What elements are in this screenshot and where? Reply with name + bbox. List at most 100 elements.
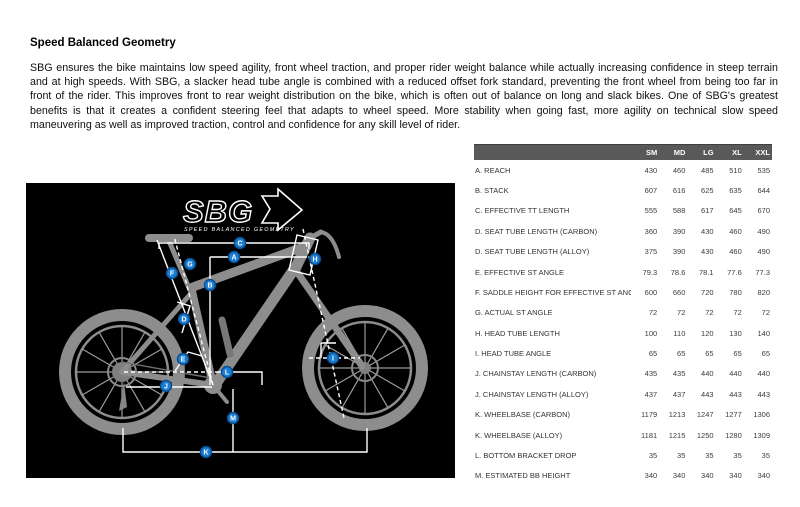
- chain: [121, 361, 212, 379]
- marker-k: K: [199, 445, 213, 459]
- cell-value: 65: [705, 349, 714, 359]
- cell-value: 340: [701, 471, 714, 481]
- bracket-head-tube: [288, 234, 319, 276]
- cell-value: 490: [757, 226, 770, 236]
- svg-text:D: D: [181, 317, 186, 324]
- cell-value: 588: [672, 206, 686, 216]
- cell-value: 390: [672, 247, 686, 257]
- cell-value: 625: [701, 186, 714, 196]
- cell-value: 437: [644, 389, 658, 399]
- cell-value: 635: [729, 186, 742, 196]
- cell-value: 460: [729, 226, 742, 236]
- line-wheelbase: [122, 428, 368, 453]
- cell-value: 460: [672, 165, 686, 175]
- row-label: F. SADDLE HEIGHT FOR EFFECTIVE ST ANGLE: [475, 287, 631, 297]
- cell-value: 140: [757, 328, 770, 338]
- column-header-sm: SM: [631, 144, 660, 160]
- cell-value: 78.1: [698, 267, 714, 277]
- column-header-blank: [474, 144, 631, 160]
- cell-value: 645: [729, 206, 742, 216]
- cell-value: 535: [757, 165, 770, 175]
- row-label: A. REACH: [475, 165, 511, 175]
- cell-value: 65: [677, 349, 686, 359]
- line-head-angle: [302, 228, 345, 419]
- sbg-logo-text: SBG: [183, 194, 253, 229]
- stem: [307, 229, 324, 241]
- cell-value: 35: [705, 450, 714, 460]
- cell-value: 555: [644, 206, 658, 216]
- crank-arm: [211, 383, 229, 404]
- row-label: J. CHAINSTAY LENGTH (ALLOY): [475, 389, 589, 399]
- row-label: M. ESTIMATED BB HEIGHT: [475, 471, 571, 481]
- column-header-md: MD: [659, 144, 688, 160]
- cell-value: 440: [757, 369, 770, 379]
- cell-value: 644: [757, 186, 770, 196]
- cell-value: 430: [644, 165, 658, 175]
- cell-value: 120: [701, 328, 714, 338]
- cell-value: 485: [701, 165, 714, 175]
- cell-value: 35: [648, 450, 658, 460]
- seatpost: [166, 238, 195, 298]
- cell-value: 77.6: [727, 267, 742, 277]
- row-label: I. HEAD TUBE ANGLE: [475, 349, 552, 359]
- sbg-logo: SBG SPEED BALANCED GEOMETRY: [182, 187, 304, 233]
- marker-c: C: [233, 236, 247, 250]
- row-label: D. SEAT TUBE LENGTH (CARBON): [475, 226, 598, 236]
- cell-value: 340: [757, 471, 770, 481]
- marker-g: G: [183, 257, 197, 271]
- sbg-logo-subtext: SPEED BALANCED GEOMETRY: [184, 227, 295, 233]
- handlebar: [319, 230, 341, 259]
- cell-value: 670: [757, 206, 770, 216]
- cell-value: 110: [673, 328, 686, 338]
- cell-value: 390: [672, 226, 686, 236]
- cell-value: 443: [701, 389, 714, 399]
- cell-value: 340: [672, 471, 686, 481]
- svg-text:A: A: [231, 255, 236, 262]
- cell-value: 79.3: [642, 267, 658, 277]
- marker-a: A: [227, 250, 241, 264]
- svg-text:E: E: [181, 357, 186, 364]
- svg-text:H: H: [312, 257, 317, 264]
- cell-value: 65: [761, 349, 770, 359]
- cell-value: 1215: [668, 430, 686, 440]
- table-row: A. REACH 430 460 485 510 535: [474, 160, 772, 180]
- svg-text:L: L: [225, 370, 230, 377]
- cell-value: 77.3: [755, 267, 770, 277]
- cell-value: 720: [701, 287, 714, 297]
- svg-text:B: B: [207, 283, 212, 290]
- cell-value: 65: [733, 349, 742, 359]
- row-label: G. ACTUAL ST ANGLE: [475, 308, 553, 318]
- cell-value: 130: [729, 328, 742, 338]
- cell-value: 820: [757, 287, 770, 297]
- cell-value: 1280: [725, 430, 742, 440]
- cell-value: 360: [644, 226, 658, 236]
- cell-value: 435: [672, 369, 686, 379]
- cell-value: 437: [672, 389, 686, 399]
- row-label: H. HEAD TUBE LENGTH: [475, 328, 560, 338]
- cell-value: 780: [729, 287, 742, 297]
- cell-value: 1247: [696, 410, 714, 420]
- cell-value: 72: [705, 308, 714, 318]
- cell-value: 375: [644, 247, 658, 257]
- row-label: J. CHAINSTAY LENGTH (CARBON): [475, 369, 597, 379]
- svg-text:I: I: [332, 356, 334, 363]
- column-header-lg: LG: [687, 144, 716, 160]
- cell-value: 340: [729, 471, 742, 481]
- page-title: Speed Balanced Geometry: [30, 37, 176, 49]
- marker-f: F: [165, 266, 179, 280]
- cell-value: 616: [672, 186, 686, 196]
- svg-text:C: C: [237, 241, 242, 248]
- cell-value: 1179: [641, 410, 658, 420]
- cell-value: 510: [729, 165, 742, 175]
- sbg-logo-arrow-icon: [260, 187, 304, 232]
